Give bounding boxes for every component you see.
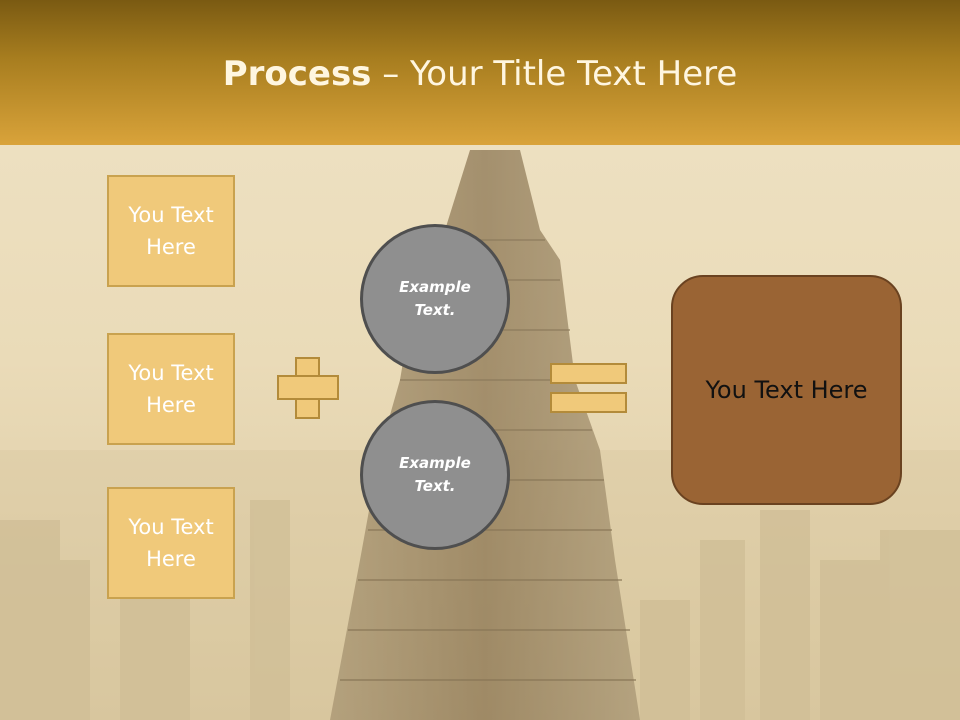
plus-center xyxy=(297,377,318,398)
result-label: You Text Here xyxy=(705,376,868,404)
circle-label: Example Text. xyxy=(399,278,471,319)
title-regular-part: – Your Title Text Here xyxy=(371,54,738,94)
slide-title[interactable]: Process – Your Title Text Here xyxy=(0,52,960,96)
text-box-2[interactable]: You Text Here xyxy=(107,333,235,445)
equals-bottom-bar xyxy=(550,392,627,413)
text-box-3[interactable]: You Text Here xyxy=(107,487,235,599)
example-circle-1[interactable]: Example Text. xyxy=(360,224,510,374)
result-box[interactable]: You Text Here xyxy=(671,275,902,505)
text-box-label: You Text Here xyxy=(128,203,214,259)
example-circle-2[interactable]: Example Text. xyxy=(360,400,510,550)
title-banner xyxy=(0,0,960,145)
text-box-1[interactable]: You Text Here xyxy=(107,175,235,287)
equals-top-bar xyxy=(550,363,627,384)
text-box-label: You Text Here xyxy=(128,361,214,417)
title-bold-part: Process xyxy=(222,54,372,94)
text-box-label: You Text Here xyxy=(128,515,214,571)
circle-label: Example Text. xyxy=(399,454,471,495)
